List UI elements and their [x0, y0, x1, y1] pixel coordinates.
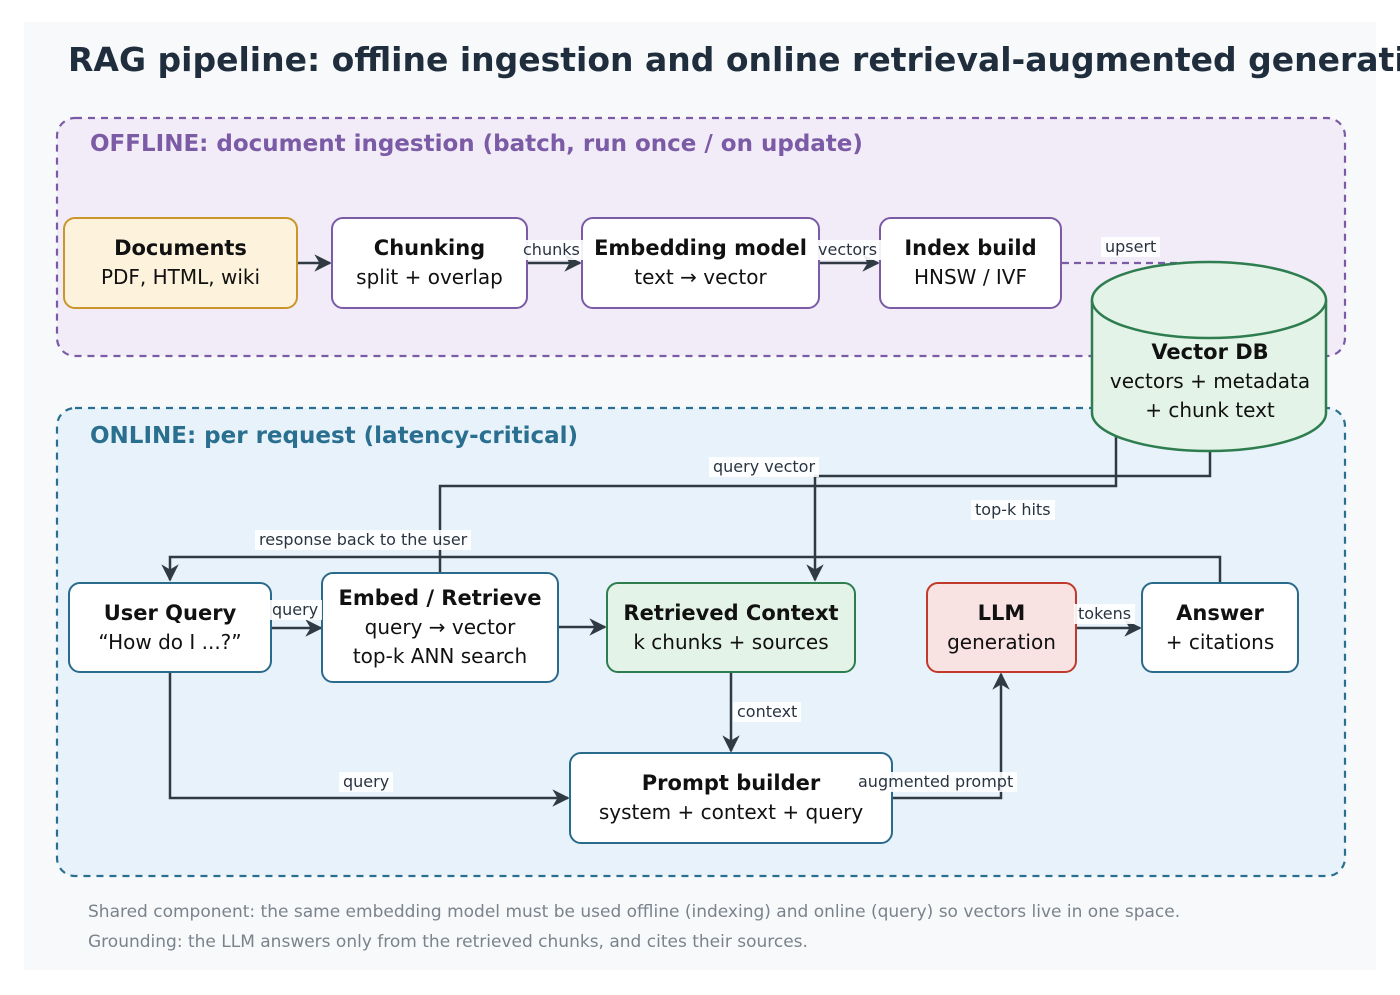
arrow-answer-user	[161, 555, 1222, 582]
embed-retrieve-sub1: query → vector	[364, 615, 516, 639]
user-query-node: User Query “How do I ...?”	[68, 582, 272, 673]
answer-title: Answer	[1176, 600, 1264, 625]
embed-retrieve-node: Embed / Retrieve query → vector top-k AN…	[321, 572, 559, 683]
chunking-title: Chunking	[373, 236, 486, 260]
vectordb-sub1: vectors + metadata	[1109, 369, 1311, 393]
chunking-node: Chunking split + overlap	[331, 217, 528, 309]
offline-region-label: OFFLINE: document ingestion (batch, run …	[90, 131, 863, 157]
edge-label-upsert: upsert	[1101, 237, 1161, 257]
prompt-builder-node: Prompt builder system + context + query	[569, 752, 893, 844]
edge-label-query-1: query	[268, 600, 323, 620]
embedding-sub: text → vector	[634, 265, 767, 289]
documents-title: Documents	[114, 236, 247, 260]
retrieved-title: Retrieved Context	[623, 600, 839, 625]
arrow-user-prompt	[168, 672, 570, 807]
vectordb-node: Vector DB vectors + metadata + chunk tex…	[1092, 338, 1328, 425]
arrow-prompt-llm	[893, 672, 1010, 800]
index-title: Index build	[904, 236, 1037, 260]
retrieved-context-node: Retrieved Context k chunks + sources	[606, 582, 856, 673]
llm-node: LLM generation	[926, 582, 1077, 673]
embed-retrieve-sub2: top-k ANN search	[352, 644, 528, 668]
index-node: Index build HNSW / IVF	[879, 217, 1062, 309]
chunking-sub: split + overlap	[356, 265, 503, 289]
vectordb-cylinder	[1090, 260, 1328, 453]
online-region-label: ONLINE: per request (latency-critical)	[90, 423, 579, 449]
edge-label-response: response back to the user	[255, 530, 472, 550]
answer-node: Answer + citations	[1141, 582, 1299, 673]
footer-note-1: Shared component: the same embedding mod…	[88, 902, 1181, 922]
vectordb-sub2: + chunk text	[1145, 398, 1275, 422]
user-query-title: User Query	[103, 600, 237, 625]
arrow-vectordb-retrieved	[806, 452, 1212, 582]
edge-label-query-2: query	[339, 772, 394, 792]
embedding-node: Embedding model text → vector	[581, 217, 820, 309]
user-query-sub: “How do I ...?”	[98, 629, 242, 654]
prompt-title: Prompt builder	[641, 771, 821, 795]
edge-label-topk-hits: top-k hits	[971, 500, 1055, 520]
documents-node: Documents PDF, HTML, wiki	[63, 217, 298, 309]
edge-label-query-vector: query vector	[709, 457, 820, 477]
documents-sub: PDF, HTML, wiki	[100, 265, 261, 289]
llm-title: LLM	[977, 600, 1026, 625]
edge-label-chunks: chunks	[519, 240, 584, 260]
vectordb-title: Vector DB	[1151, 340, 1269, 364]
embedding-title: Embedding model	[594, 236, 807, 260]
retrieved-sub: k chunks + sources	[633, 629, 829, 654]
page-title: RAG pipeline: offline ingestion and onli…	[68, 40, 1400, 79]
edge-label-augmented: augmented prompt	[854, 772, 1018, 792]
edge-label-vectors: vectors	[814, 240, 882, 260]
edge-label-tokens: tokens	[1074, 604, 1136, 624]
footer-note-2: Grounding: the LLM answers only from the…	[88, 932, 808, 952]
embed-retrieve-title: Embed / Retrieve	[338, 586, 542, 610]
edge-label-context: context	[733, 702, 802, 722]
llm-sub: generation	[947, 629, 1056, 654]
answer-sub: + citations	[1165, 629, 1275, 654]
prompt-sub: system + context + query	[598, 800, 864, 824]
index-sub: HNSW / IVF	[913, 265, 1027, 289]
